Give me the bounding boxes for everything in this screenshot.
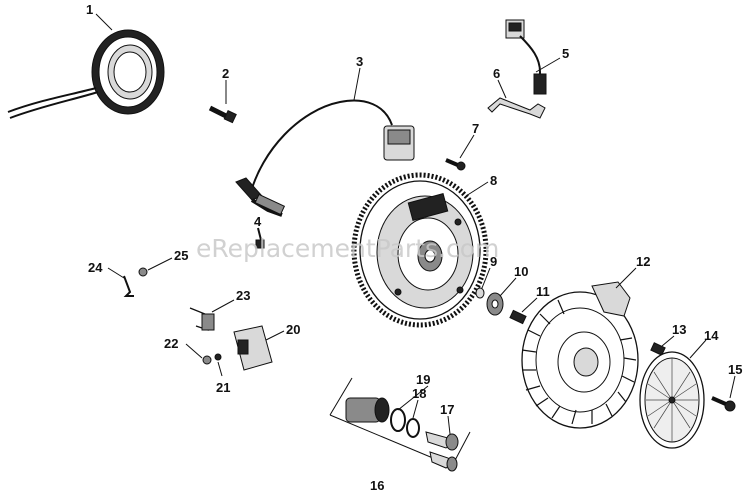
callout-25: 25 (174, 248, 188, 263)
callout-20: 20 (286, 322, 300, 337)
callout-21: 21 (216, 380, 230, 395)
bolt-15-part (711, 396, 736, 412)
callout-13: 13 (672, 322, 686, 337)
watermark-text: eReplacementParts.com (196, 234, 499, 263)
callout-22: 22 (164, 336, 178, 351)
callout-4: 4 (254, 214, 262, 229)
nut-22-part (202, 355, 212, 365)
regulator-part (233, 325, 273, 371)
key-switch-assembly (329, 377, 471, 472)
nut-25-part (138, 267, 148, 277)
callout-15: 15 (728, 362, 742, 377)
spark-plug-part (254, 193, 286, 249)
callout-6: 6 (493, 66, 500, 81)
callout-24: 24 (88, 260, 103, 275)
callout-11: 11 (536, 284, 550, 299)
flywheel-part (351, 172, 489, 328)
callout-17: 17 (440, 402, 454, 417)
screw-7-part (445, 158, 466, 171)
callout-12: 12 (636, 254, 650, 269)
screw-13-part (650, 342, 666, 356)
callout-7: 7 (472, 121, 479, 136)
harness-part (505, 19, 547, 95)
callout-14: 14 (704, 328, 719, 343)
callout-2: 2 (222, 66, 229, 81)
callout-1: 1 (86, 2, 93, 17)
screen-part (639, 351, 705, 449)
bolt-2-part (208, 105, 237, 124)
stator-part (7, 29, 165, 119)
callout-23: 23 (236, 288, 250, 303)
leader-lines (95, 13, 736, 435)
ignition-module-part (235, 99, 415, 217)
callout-19: 19 (416, 372, 430, 387)
bracket-24-part (123, 275, 134, 297)
callout-3: 3 (356, 54, 363, 69)
callout-16: 16 (370, 478, 384, 493)
bracket-part (487, 97, 546, 119)
washer-9-part (475, 287, 485, 299)
callout-5: 5 (562, 46, 569, 61)
callout-10: 10 (514, 264, 528, 279)
callout-8: 8 (490, 173, 497, 188)
fan-part (521, 281, 639, 429)
washer-10-part (486, 292, 504, 316)
screw-21-part (214, 353, 222, 361)
rectifier-part (189, 307, 215, 331)
nut-11-part (509, 309, 527, 325)
callout-labels: 1 2 3 4 5 6 7 8 9 10 11 12 13 14 15 16 1… (86, 2, 742, 493)
callout-9: 9 (490, 254, 497, 269)
callout-18: 18 (412, 386, 426, 401)
